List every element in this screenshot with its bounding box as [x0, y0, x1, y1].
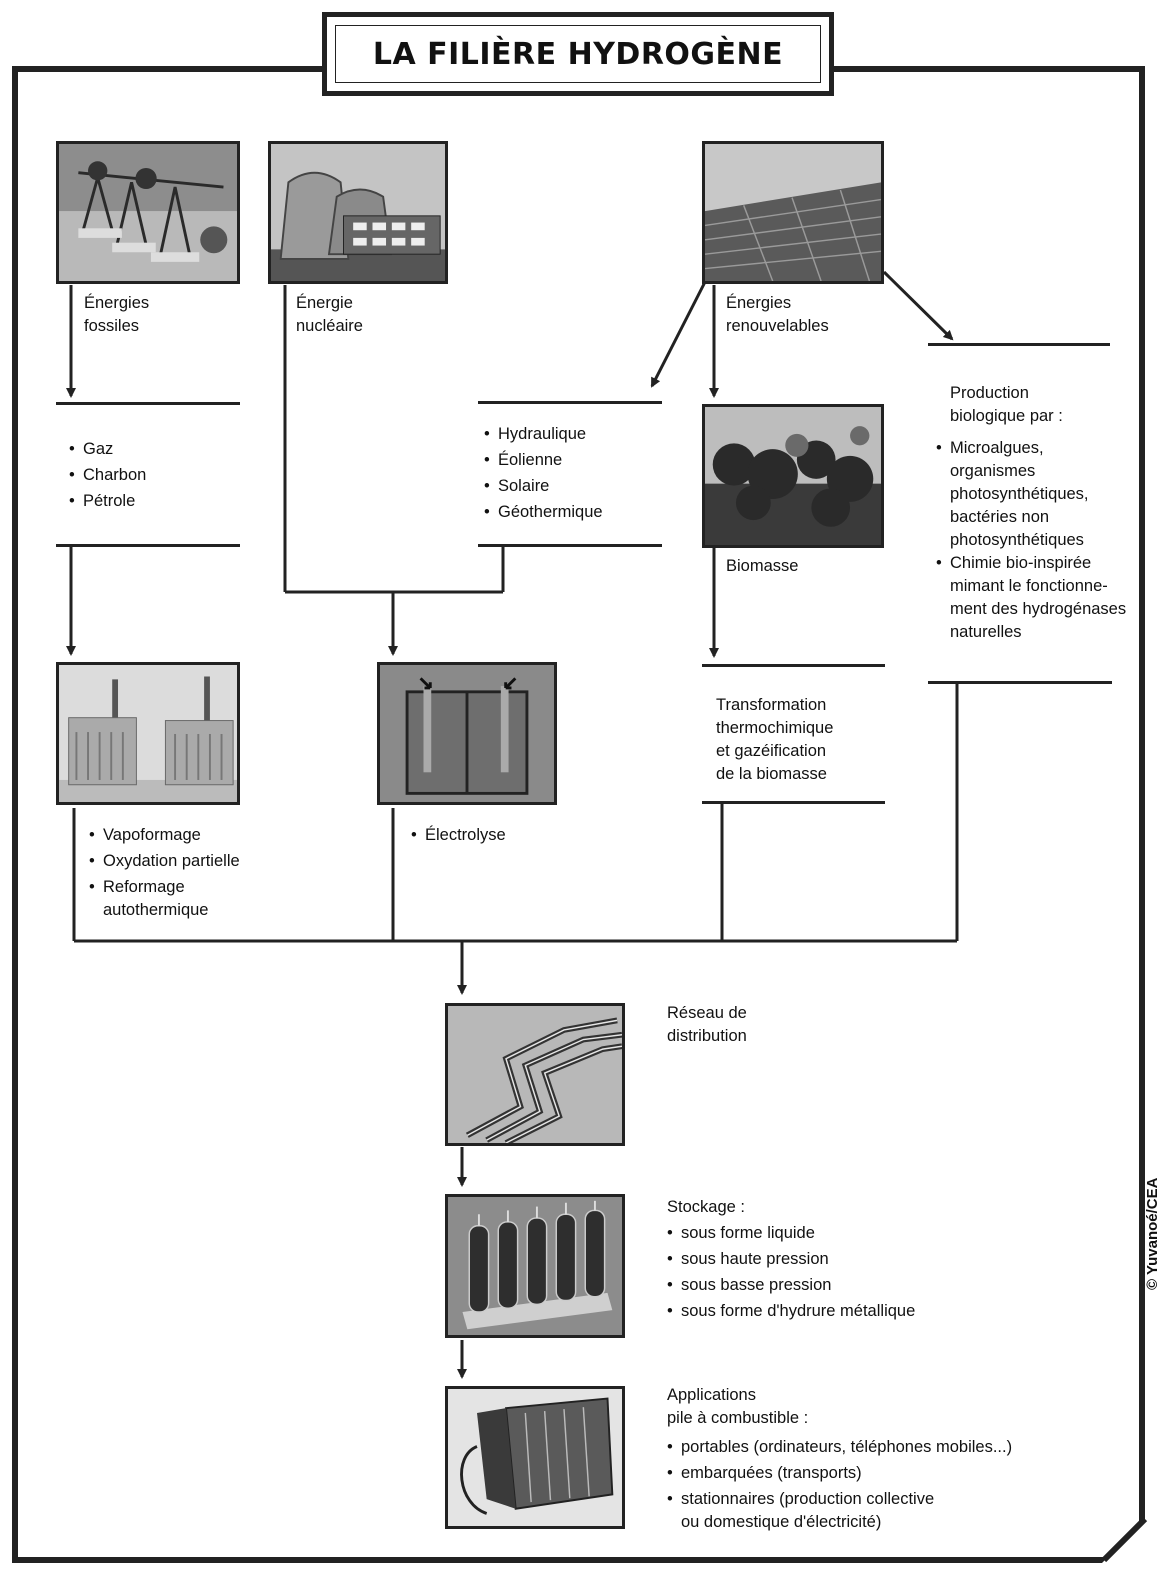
bio-production-list: Microalgues,organismesphotosynthétiques,…: [936, 437, 1126, 644]
electrolysis-cell-photo: [377, 662, 557, 805]
gas-cylinders-photo: [445, 1194, 625, 1338]
solar-panels-photo: [702, 141, 884, 284]
oil-pumps-photo: [56, 141, 240, 284]
list-item: Hydraulique: [484, 421, 603, 447]
thermo-top-bar: [702, 664, 885, 667]
list-item: sous forme liquide: [667, 1220, 915, 1246]
electrolysis-list: Électrolyse: [411, 822, 506, 848]
diagram-frame: [12, 66, 1145, 1563]
pipelines-photo: [445, 1003, 625, 1146]
list-item: Électrolyse: [411, 822, 506, 848]
applications-list: portables (ordinateurs, téléphones mobil…: [667, 1434, 1012, 1534]
bio-production-top-bar: [928, 343, 1110, 346]
list-item: embarquées (transports): [667, 1460, 1012, 1486]
list-item: Pétrole: [69, 488, 146, 514]
fuel-cell-photo: [445, 1386, 625, 1529]
storage-heading: Stockage :: [667, 1198, 745, 1216]
biomass-photo: [702, 404, 884, 548]
title-box: LA FILIÈRE HYDROGÈNE: [322, 12, 834, 96]
fossil-resources-list: Gaz Charbon Pétrole: [69, 436, 146, 514]
list-item: sous haute pression: [667, 1246, 915, 1272]
list-item: Gaz: [69, 436, 146, 462]
list-item: sous basse pression: [667, 1272, 915, 1298]
list-item: sous forme d'hydrure métallique: [667, 1298, 915, 1324]
nuclear-plant-photo: [268, 141, 448, 284]
list-item: Charbon: [69, 462, 146, 488]
thermo-bottom-bar: [702, 801, 885, 804]
list-item: Éolienne: [484, 447, 603, 473]
list-item: Géothermique: [484, 499, 603, 525]
storage-list: sous forme liquide sous haute pression s…: [667, 1220, 915, 1324]
list-item: portables (ordinateurs, téléphones mobil…: [667, 1434, 1012, 1460]
list-item: Oxydation partielle: [89, 848, 240, 874]
copyright-credit: © Yuvanoé/CEA: [1144, 1177, 1159, 1290]
fossil-list-bottom-bar: [56, 544, 240, 547]
list-item: Microalgues,organismesphotosynthétiques,…: [936, 437, 1126, 552]
page-title: LA FILIÈRE HYDROGÈNE: [335, 25, 821, 83]
fossil-list-top-bar: [56, 402, 240, 405]
biomass-label: Biomasse: [726, 557, 799, 575]
list-item: Vapoformage: [89, 822, 240, 848]
refinery-photo: [56, 662, 240, 805]
renewable-list-top-bar: [478, 401, 662, 404]
renewable-list-bottom-bar: [478, 544, 662, 547]
fossil-process-list: Vapoformage Oxydation partielle Reformag…: [89, 822, 240, 922]
frame-corner-fold: [1100, 1515, 1150, 1565]
bio-production-bottom-bar: [928, 681, 1112, 684]
renewable-sources-list: Hydraulique Éolienne Solaire Géothermiqu…: [484, 421, 603, 525]
list-item: Solaire: [484, 473, 603, 499]
